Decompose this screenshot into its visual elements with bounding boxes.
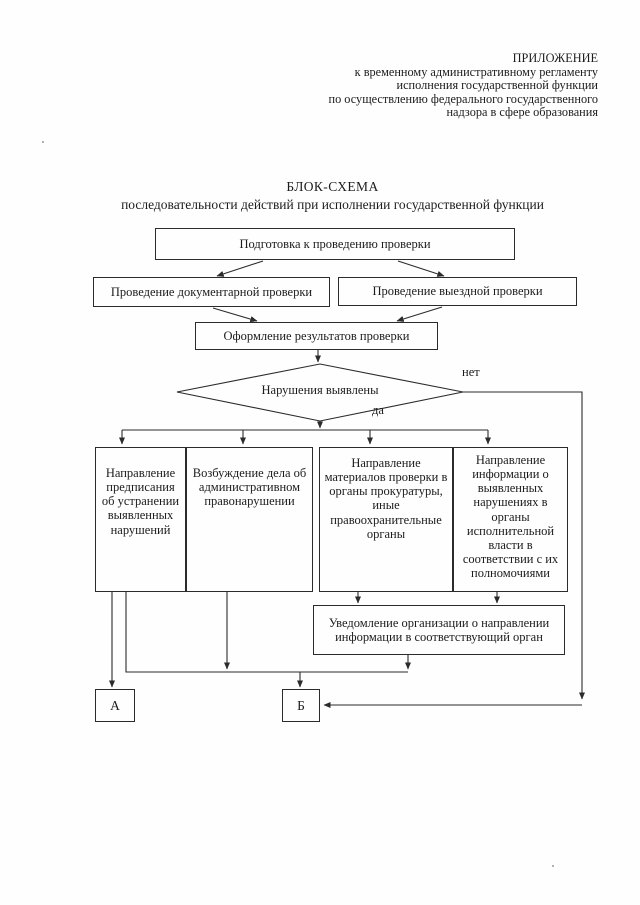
node-prosecution: Направление материалов проверки в органы… [319,447,453,592]
collector-line [125,592,408,673]
node-prepare: Подготовка к проведению проверки [155,228,515,260]
edge-decision-no-path [463,391,586,700]
header-line: по осуществлению федерального государств… [328,91,599,106]
edge-prepare-to-documentary [216,260,264,277]
header-line: исполнения государственной функции [396,78,599,93]
branch-label-no: нет [462,365,480,379]
node-prescription: Направление предписания об устранении вы… [95,447,186,592]
header-line: ПРИЛОЖЕНИЕ [512,51,598,65]
appendix-header: ПРИЛОЖЕНИЕ к временному административном… [168,51,599,120]
scan-artifact [42,141,44,143]
node-exec-authorities: Направление информации о выявленных нару… [453,447,568,592]
page-subtitle: последовательности действий при исполнен… [121,197,544,212]
header-line: надзора в сфере образования [446,105,598,120]
edge-documentary-to-results [212,307,258,323]
edge-onsite-to-results [396,306,443,322]
node-onsite-check: Проведение выездной проверки [338,277,577,306]
node-notification: Уведомление организации о направлении ин… [313,605,565,655]
node-documentary-check: Проведение документарной проверки [93,277,330,307]
scan-artifact [552,865,554,867]
header-line: к временному административному регламент… [354,64,598,79]
branch-label-yes: да [372,403,384,417]
node-admin-case: Возбуждение дела об административном пра… [186,447,313,592]
edge-prepare-to-onsite [397,260,445,277]
page-title: БЛОК-СХЕМА [286,179,379,194]
node-results: Оформление результатов проверки [195,322,438,350]
node-decision-label: Нарушения выявлены [261,383,379,397]
node-connector-b: Б [282,689,320,722]
title-block: БЛОК-СХЕМА последовательности действий п… [25,179,640,213]
node-connector-a: А [95,689,135,722]
